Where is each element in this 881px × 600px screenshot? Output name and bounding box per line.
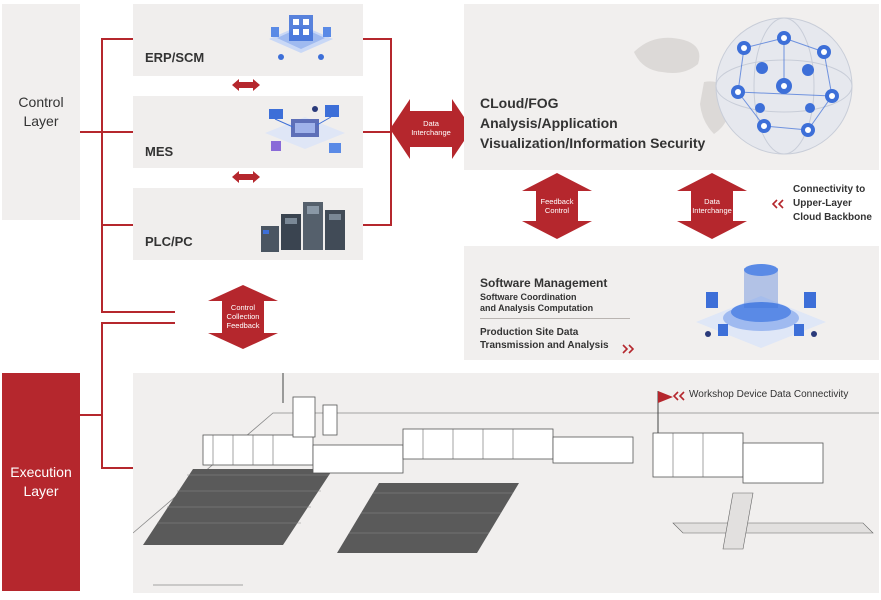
- control-collection-feedback-text: Control Collection Feedback: [226, 303, 260, 330]
- control-layer-label: Control Layer: [2, 4, 80, 220]
- cloud-fog-title: CLoud/FOG Analysis/Application Visualiza…: [480, 95, 706, 151]
- data-interchange-main-text: Data Interchange: [411, 119, 451, 137]
- erp-scm-panel: ERP/SCM: [133, 4, 363, 76]
- software-divider: [480, 318, 630, 319]
- left-main-vertical-line: [101, 38, 103, 312]
- software-title: Software Management: [480, 276, 608, 290]
- mes-panel: MES: [133, 96, 363, 168]
- plc-pc-panel: PLC/PC: [133, 188, 363, 260]
- erp-branch-line: [101, 38, 133, 40]
- workshop-panel: Workshop Device Data Connectivity: [133, 373, 879, 593]
- cloud-fog-panel: CLoud/FOG Analysis/Application Visualiza…: [464, 4, 879, 170]
- double-chevron-left-icon: [673, 391, 685, 401]
- double-chevron-right-icon: [622, 344, 634, 354]
- plc-pc-label: PLC/PC: [145, 234, 193, 249]
- feedback-top-line: [101, 311, 175, 313]
- mes-right-line: [363, 131, 391, 133]
- connectivity-text: Connectivity to Upper-Layer Cloud Backbo…: [793, 184, 872, 223]
- feedback-control-text: Feedback Control: [540, 197, 574, 215]
- control-layer-connector: [80, 131, 102, 133]
- exec-vertical-line: [101, 322, 103, 468]
- plc-branch-line: [101, 224, 133, 226]
- software-coordination-text: Software Coordination and Analysis Compu…: [480, 292, 594, 313]
- data-interchange-main-arrow: Data Interchange: [390, 97, 472, 161]
- control-collection-feedback-arrow: Control Collection Feedback: [208, 285, 278, 349]
- mes-branch-line: [101, 131, 133, 133]
- global-network-icon: [715, 17, 853, 155]
- mes-factory-icon: [265, 105, 345, 153]
- mes-plc-link-arrow: [232, 171, 260, 183]
- data-interchange-cloud-text: Data Interchange: [692, 197, 732, 215]
- erp-mes-link-arrow: [232, 79, 260, 91]
- execution-layer-label: Execution Layer: [2, 373, 80, 591]
- plc-right-line: [363, 224, 391, 226]
- feedback-bottom-line: [101, 322, 175, 324]
- connectivity-chevron-icon: [772, 199, 784, 209]
- execution-connector: [80, 414, 102, 416]
- erp-scm-label: ERP/SCM: [145, 50, 205, 65]
- workshop-branch-line: [101, 467, 133, 469]
- workshop-label: Workshop Device Data Connectivity: [689, 389, 849, 400]
- production-line-illustration: [133, 373, 879, 586]
- software-platform-icon: [696, 264, 826, 348]
- erp-right-line: [363, 38, 391, 40]
- software-management-panel: Software Management Software Coordinatio…: [464, 246, 879, 360]
- erp-platform-icon: [269, 15, 333, 60]
- feedback-control-arrow: Feedback Control: [522, 173, 592, 239]
- right-main-vertical-line: [390, 38, 392, 226]
- plc-hardware-icon: [261, 202, 345, 252]
- data-interchange-cloud-arrow: Data Interchange: [677, 173, 747, 239]
- production-site-text: Production Site Data Transmission and An…: [480, 327, 609, 351]
- mes-label: MES: [145, 144, 174, 159]
